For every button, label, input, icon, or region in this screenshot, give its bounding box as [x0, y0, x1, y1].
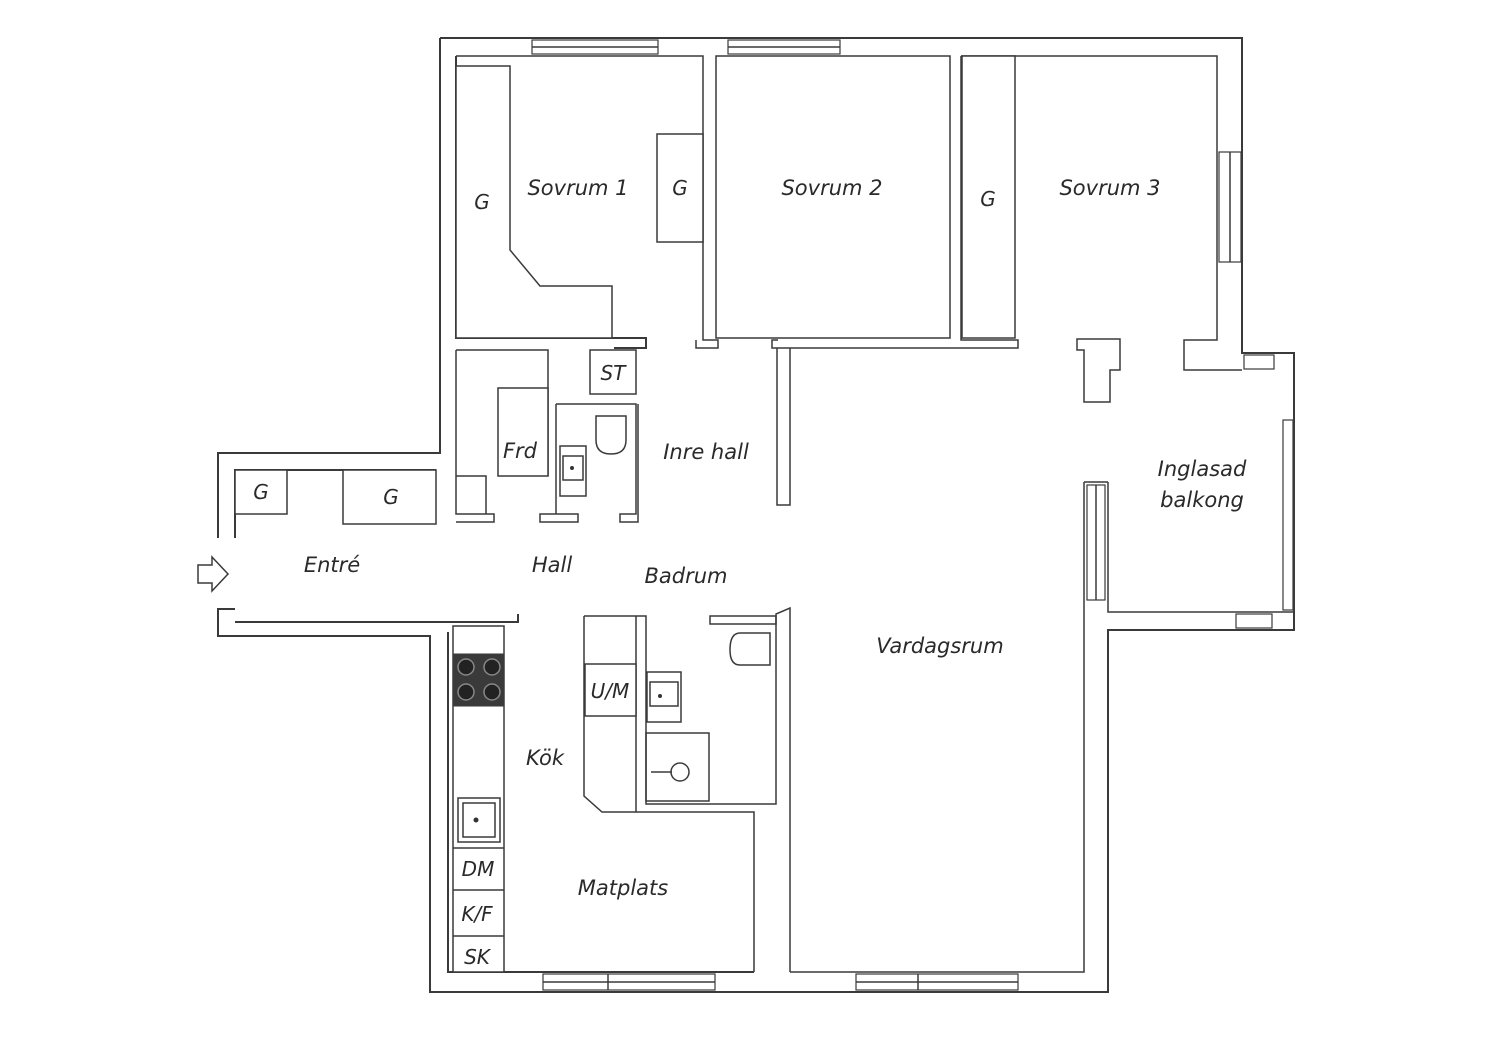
toilet-icon: [729, 632, 771, 666]
kitchen-counter: [452, 625, 637, 973]
room-label-sovrum3: Sovrum 3: [1059, 176, 1160, 200]
fixture-label-sk: SK: [464, 945, 492, 969]
room-label-matplats: Matplats: [578, 876, 668, 900]
wardrobe-label: G: [672, 176, 688, 200]
room-label-inre-hall: Inre hall: [663, 440, 749, 464]
wardrobe-label: G: [383, 485, 399, 509]
room-label-badrum: Badrum: [644, 564, 727, 588]
room-label-inglasad: Inglasad: [1158, 457, 1247, 481]
wardrobe-label: G: [474, 190, 490, 214]
room-label-hall: Hall: [532, 553, 572, 577]
fixture-label-um: U/M: [591, 679, 630, 703]
toilet-icon: [595, 415, 627, 455]
bathroom-fixtures: [559, 415, 771, 802]
room-label-sovrum2: Sovrum 2: [781, 176, 882, 200]
fixture-label-kf: K/F: [461, 902, 493, 926]
stove-burner-icon: [457, 683, 475, 701]
room-label-kok: Kök: [526, 746, 565, 770]
fixture-label-st: ST: [601, 361, 628, 385]
room-label-vardagsrum: Vardagsrum: [876, 634, 1003, 658]
wardrobe-label: G: [253, 480, 269, 504]
stove-burner-icon: [483, 683, 501, 701]
stove-burner-icon: [457, 658, 475, 676]
room-label-sovrum1: Sovrum 1: [527, 176, 628, 200]
fixture-label-dm: DM: [462, 857, 495, 881]
room-label-frd: Frd: [503, 439, 538, 463]
kitchen-sink-icon: [457, 797, 501, 843]
washbasin-icon: [646, 671, 682, 723]
wardrobe-label: G: [980, 187, 996, 211]
wardrobes: [234, 55, 1016, 525]
shower-icon: [645, 732, 710, 802]
room-labels: Sovrum 1 Sovrum 2 Sovrum 3 Frd Inre hall…: [304, 176, 1247, 900]
washbasin-icon: [559, 445, 587, 497]
room-label-entre: Entré: [304, 553, 360, 577]
stove-burner-icon: [483, 658, 501, 676]
entrance-arrow-icon: [197, 555, 230, 593]
fixture-labels: G G G G G U/M DM K/F SK: [253, 176, 996, 969]
windows: [531, 39, 1294, 991]
interior-walls: [455, 55, 1294, 973]
room-label-balkong: balkong: [1160, 488, 1244, 512]
